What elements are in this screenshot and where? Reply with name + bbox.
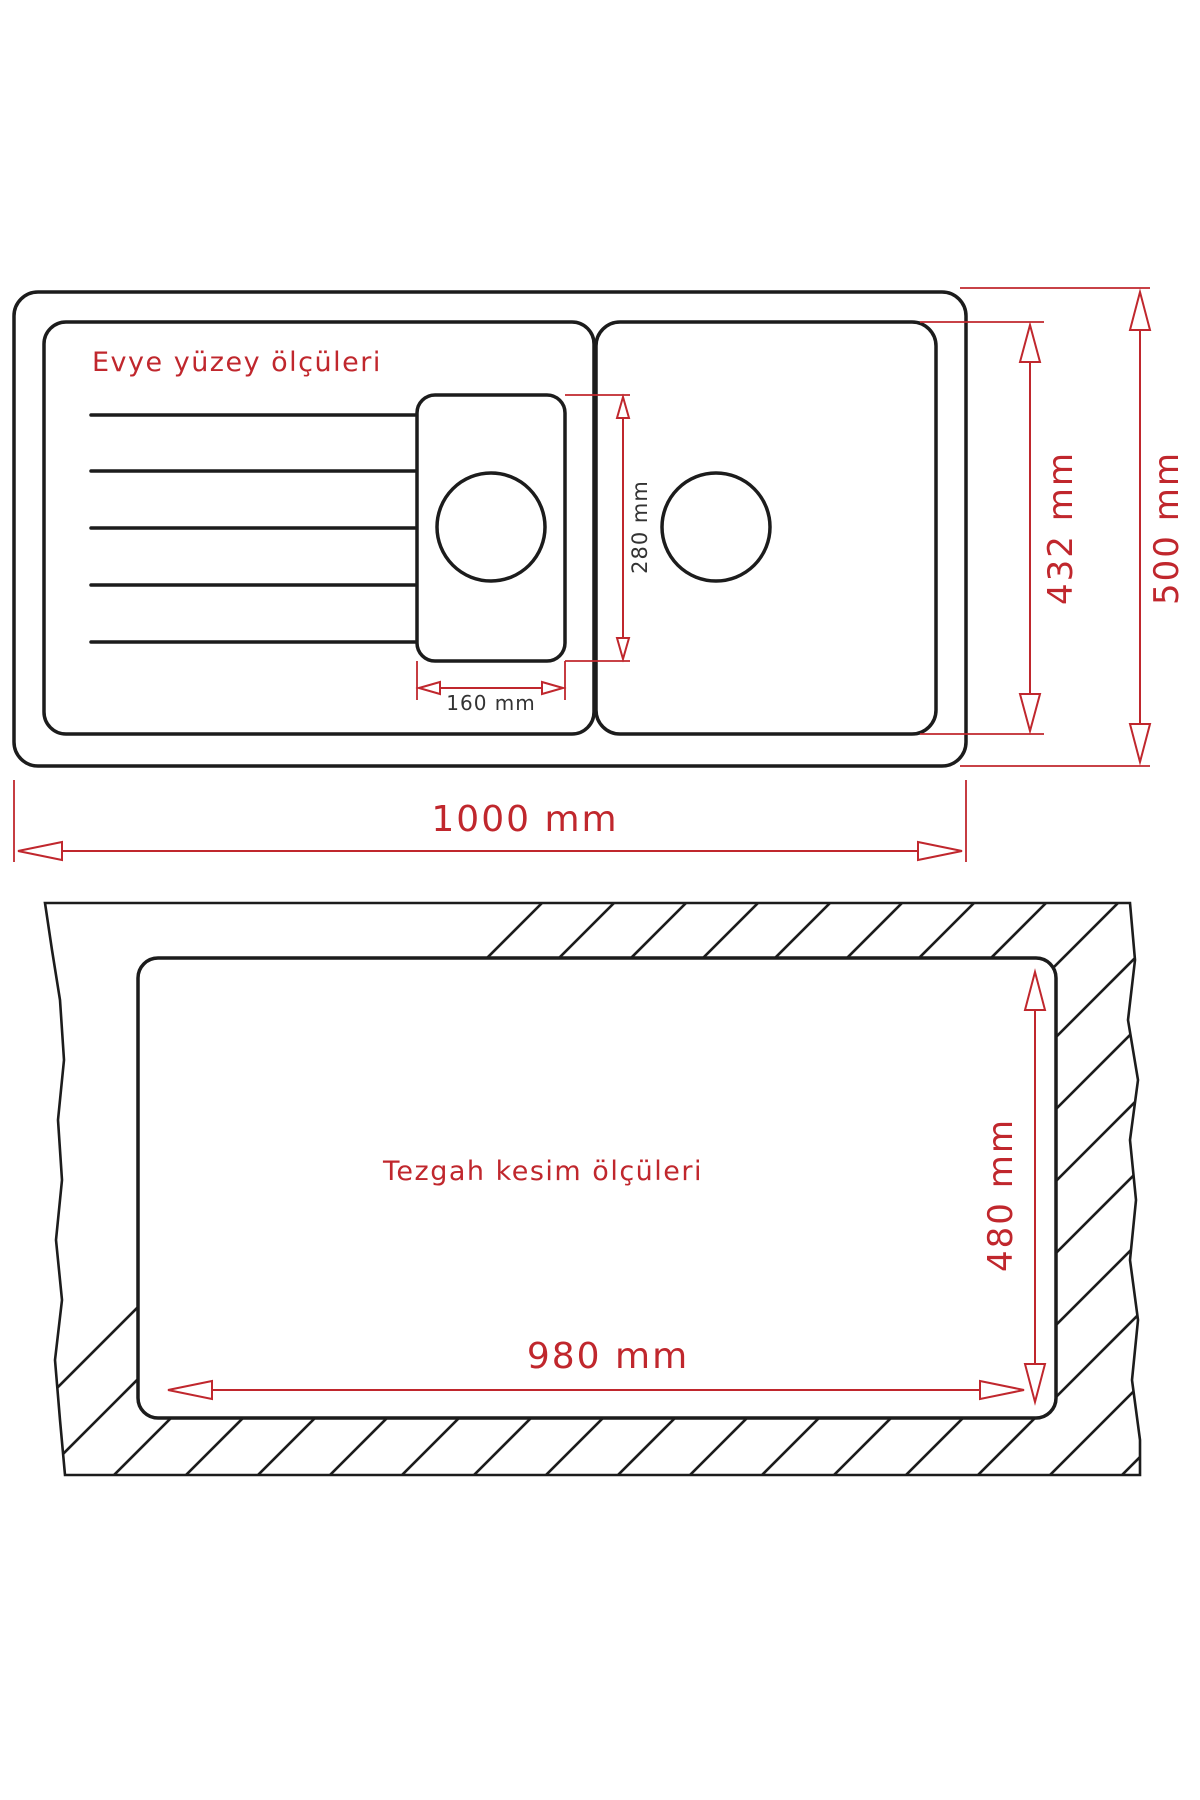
dimension-small-bowl-width: 160 mm xyxy=(415,661,567,715)
dimension-arrowhead xyxy=(979,1379,1025,1401)
cutout-outline xyxy=(136,956,1058,1420)
dimension-arrowhead xyxy=(1018,693,1042,735)
dimension-arrowhead xyxy=(167,1379,213,1401)
top-view-title: Evye yüzey ölçüleri xyxy=(92,347,382,378)
dimension-arrowhead xyxy=(1023,1363,1047,1406)
dimension-arrowhead xyxy=(615,637,631,663)
cutout-view: Tezgah kesim ölçüleri 480 mm 980 mm xyxy=(43,895,1200,1485)
top-view: Evye yüzey ölçüleri 280 mm 160 mm xyxy=(12,287,1187,862)
sink-outer-outline xyxy=(12,290,968,768)
dimension-cut-width: 980 mm xyxy=(167,1336,1025,1401)
dimension-bowl-depth: 432 mm xyxy=(920,321,1081,735)
small-bowl-depth-label: 280 mm xyxy=(628,480,652,574)
cut-width-label: 980 mm xyxy=(527,1336,689,1377)
dimension-arrowhead xyxy=(17,840,63,862)
cut-depth-label: 480 mm xyxy=(981,1118,1021,1272)
total-width-label: 1000 mm xyxy=(431,799,618,840)
dimension-small-bowl-depth: 280 mm xyxy=(565,393,652,663)
dimension-total-width: 1000 mm xyxy=(13,780,967,862)
bowl-depth-label: 432 mm xyxy=(1041,451,1081,605)
dimension-arrowhead xyxy=(541,680,567,696)
small-bowl-drain xyxy=(435,471,547,583)
drainboard-grooves xyxy=(89,413,417,644)
hatch-line xyxy=(1111,903,1140,1475)
dimension-total-depth: 500 mm xyxy=(960,287,1187,767)
dimension-arrowhead xyxy=(917,840,963,862)
main-bowl-outline xyxy=(594,320,938,736)
dimension-arrowhead xyxy=(1023,968,1047,1011)
small-bowl-outline xyxy=(415,393,567,663)
drainboard-outline xyxy=(42,320,596,736)
hatch-line xyxy=(967,903,1140,1475)
cutout-view-title: Tezgah kesim ölçüleri xyxy=(382,1156,703,1187)
main-bowl-drain xyxy=(660,471,772,583)
dimension-arrowhead xyxy=(615,393,631,419)
countertop-slab-outline xyxy=(43,901,1142,1477)
dimension-arrowhead xyxy=(1128,288,1152,331)
dimension-arrowhead xyxy=(1018,321,1042,363)
dimension-arrowhead xyxy=(1128,723,1152,766)
total-depth-label: 500 mm xyxy=(1147,451,1187,605)
small-bowl-width-label: 160 mm xyxy=(446,691,536,715)
hatch-line xyxy=(1184,895,1200,1485)
dimension-arrowhead xyxy=(415,680,441,696)
dimension-cut-depth: 480 mm xyxy=(981,968,1047,1406)
